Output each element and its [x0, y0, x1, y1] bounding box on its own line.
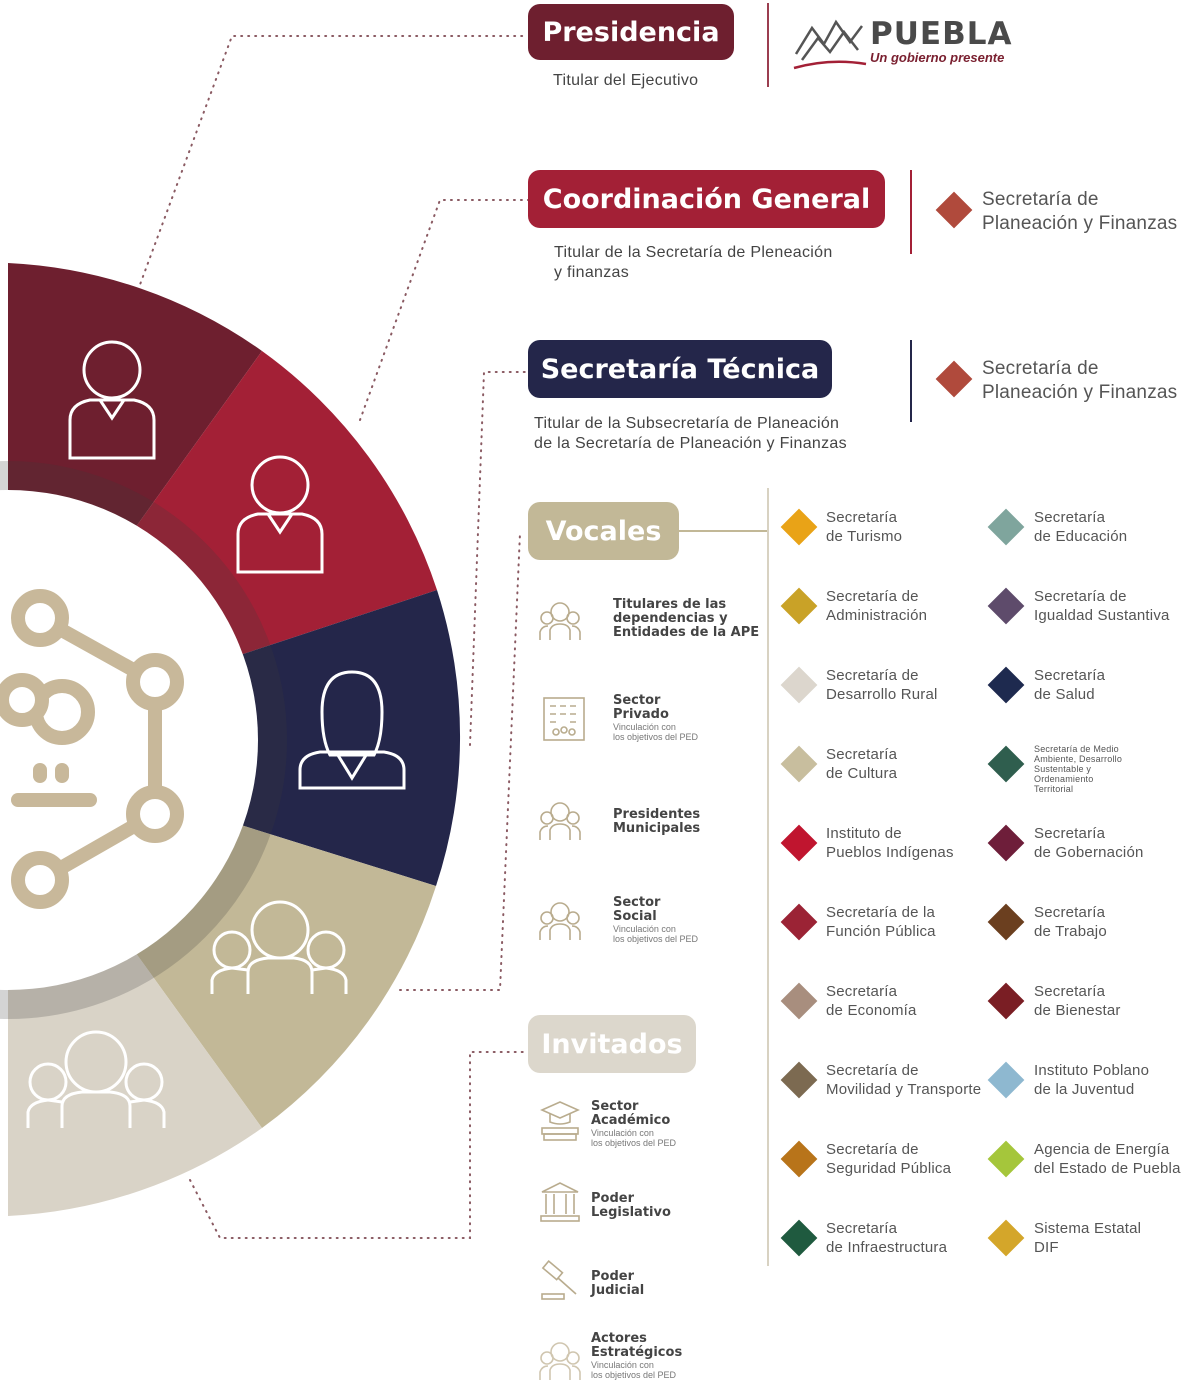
coordinacion-subtitle-1: Titular de la Secretaría de Pleneación [554, 244, 833, 261]
presidencia-title: Presidencia [528, 4, 734, 60]
invitado-item-note: Vinculación con [591, 1360, 654, 1370]
coordinacion-entity-1: Secretaría de [982, 189, 1099, 210]
invitado-item-line: Legislativo [591, 1205, 671, 1220]
invitado-item-line: Poder [591, 1269, 634, 1284]
tecnica-subtitle-1: Titular de la Subsecretaría de Planeació… [534, 415, 840, 432]
group-icon [539, 902, 581, 940]
segment-tecnica [225, 590, 461, 886]
logo-name: PUEBLA [870, 16, 1013, 52]
invitado-item-line: Poder [591, 1191, 634, 1206]
vocal-item-line: Presidentes [613, 807, 701, 822]
vocal-item-line: Privado [613, 707, 669, 722]
vocal-item-note: los objetivos del PED [613, 732, 699, 742]
tecnica-title: Secretaría Técnica [528, 340, 832, 398]
coordinacion-title: Coordinación General [528, 170, 885, 228]
invitado-item-line: Académico [591, 1113, 671, 1128]
vocal-item-line: Entidades de la APE [613, 625, 760, 640]
vocales-title: Vocales [528, 502, 679, 560]
vocal-item-note: los objetivos del PED [613, 934, 699, 944]
group-icon-vocales [210, 900, 348, 994]
invitados-title: Invitados [528, 1015, 696, 1073]
vocales-connector-line [679, 530, 767, 532]
invitado-item-line: Sector [591, 1099, 639, 1114]
puebla-logo: PUEBLA Un gobierno presente [790, 14, 1020, 74]
tecnica-subtitle-2: de la Secretaría de Planeación y Finanza… [534, 435, 847, 452]
vocal-item-line: Titulares de las [613, 597, 727, 612]
invitado-item-note: los objetivos del PED [591, 1138, 677, 1148]
connector-presidencia [137, 35, 529, 291]
graduation-cap-icon [540, 1101, 580, 1141]
logo-tagline: Un gobierno presente [870, 50, 1005, 65]
group-icon [539, 602, 581, 640]
invitado-item-note: Vinculación con [591, 1128, 654, 1138]
group-icon [539, 802, 581, 840]
gavel-icon [541, 1260, 577, 1300]
courthouse-icon [540, 1182, 580, 1222]
person-icon-presidencia [68, 340, 156, 460]
tecnica-entity-1: Secretaría de [982, 358, 1099, 379]
divider-coordinacion [910, 170, 912, 254]
vocal-item-line: Social [613, 909, 657, 924]
vocal-item-note: Vinculación con [613, 722, 676, 732]
segment-invitados [8, 945, 262, 1216]
coordinacion-entity-2: Planeación y Finanzas [982, 213, 1178, 234]
network-icon [0, 589, 184, 909]
connector-coordinacion [359, 199, 529, 421]
invitado-item-line: Actores [591, 1331, 647, 1346]
presidencia-subtitle: Titular del Ejecutivo [553, 72, 699, 89]
building-icon [543, 697, 585, 741]
invitado-item-note: los objetivos del PED [591, 1370, 677, 1380]
dependencias-divider [767, 488, 769, 1266]
vocal-item-note: Vinculación con [613, 924, 676, 934]
vocal-item-line: Sector [613, 693, 661, 708]
person-icon-tecnica [298, 670, 406, 790]
group-icon [539, 1342, 581, 1380]
coordinacion-subtitle-2: y finanzas [554, 264, 630, 281]
divider-tecnica [910, 340, 912, 422]
puebla-emblem-icon [793, 19, 867, 70]
invitado-item-line: Judicial [591, 1283, 645, 1298]
connector-vocales [399, 532, 521, 991]
segment-coordinacion [130, 351, 437, 660]
vocal-item-line: Sector [613, 895, 661, 910]
group-icon-invitados [26, 1030, 166, 1128]
segment-vocales [130, 820, 436, 1128]
divider-presidencia [767, 3, 769, 87]
vocal-item-line: Municipales [613, 821, 701, 836]
person-icon-coordinacion [236, 455, 324, 574]
invitado-item-line: Estratégicos [591, 1345, 683, 1360]
vocal-item-line: dependencias y [613, 611, 728, 626]
connector-invitados [189, 1051, 529, 1239]
tecnica-entity-2: Planeación y Finanzas [982, 382, 1178, 403]
